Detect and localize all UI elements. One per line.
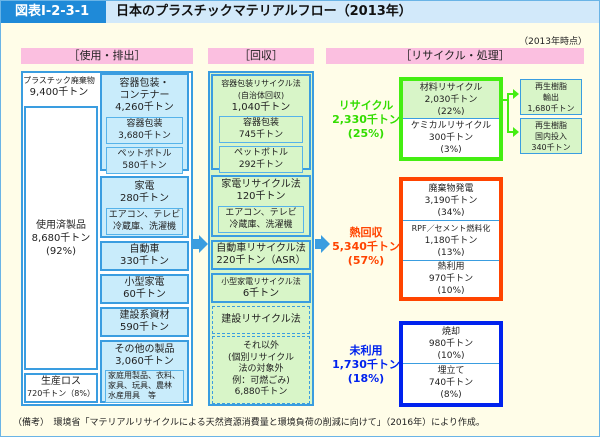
arrow-right-icon xyxy=(321,235,330,253)
export-box: 再生樹脂 輸出 1,680千トン xyxy=(520,79,582,115)
landfill: 埋立て 740千トン (8%) xyxy=(428,366,474,400)
packaging-law-box: 容器包装リサイクル法 (自治体回収) 1,040千トン 容器包装 745千トン … xyxy=(211,74,311,173)
production-loss-box: 生産ロス 720千トン（8%） xyxy=(24,373,98,403)
packaging-subbox: 容器包装 3,680千トン xyxy=(106,117,183,144)
material-recycle: 材料リサイクル 2,030千トン (22%) xyxy=(403,81,499,119)
branch-top xyxy=(507,93,515,95)
domestic-box: 再生樹脂 国内投入 340千トン xyxy=(520,118,582,154)
cars-box: 自動車 330千トン xyxy=(100,241,189,271)
collect-pet-subbox: ペットボトル 292千トン xyxy=(219,146,303,173)
figure-title: 日本のプラスチックマテリアルフロー（2013年） xyxy=(116,4,412,19)
recycle-box: 材料リサイクル 2,030千トン (22%) ケミカルリサイクル 300千トン … xyxy=(399,77,503,161)
arrow-right-icon xyxy=(513,89,519,99)
heat-box: 廃棄物発電 3,190千トン (34%) RPF／セメント燃料化 1,180千ト… xyxy=(399,177,503,301)
construction-law-box: 建設リサイクル法 xyxy=(212,306,310,334)
used-products-box: 使用済製品 8,680千トン (92%) xyxy=(24,106,98,370)
figure-id: 図表Ⅰ-2-3-1 xyxy=(1,1,106,23)
appliance-law-box: 家電リサイクル法 120千トン エアコン、テレビ 冷蔵庫、洗濯機 xyxy=(211,175,311,237)
appliances-detail: エアコン、テレビ 冷蔵庫、洗濯機 xyxy=(106,208,183,235)
small-appliance-law-box: 小型家電リサイクル法 6千トン xyxy=(211,273,311,303)
other-detail: 家庭用製品、衣料、 家具、玩具、農林 水産用具 等 xyxy=(105,370,184,403)
waste-power: 廃棄物発電 3,190千トン (34%) xyxy=(403,181,499,221)
small-appliances-box: 小型家電 60千トン xyxy=(100,274,189,304)
section-use: ［使用・排出］ xyxy=(21,48,193,64)
arrow-shaft-collect-recycle xyxy=(315,239,321,249)
other-products-box: その他の製品 3,060千トン 家庭用製品、衣料、 家具、玩具、農林 水産用具 … xyxy=(100,340,189,403)
title-bar: 図表Ⅰ-2-3-1 日本のプラスチックマテリアルフロー（2013年） xyxy=(1,1,599,23)
rpf: RPF／セメント燃料化 1,180千トン (13%) xyxy=(403,221,499,261)
waste-total: プラスチック廃棄物 9,400千トン xyxy=(23,76,95,98)
car-law-box: 自動車リサイクル法 220千トン（ASR） xyxy=(211,240,311,270)
heat-use: 熱利用 970千トン (10%) xyxy=(428,262,474,296)
containers-box: 容器包装・ コンテナー 4,260千トン 容器包装 3,680千トン ペットボト… xyxy=(100,73,189,174)
section-recycle: ［リサイクル・処理］ xyxy=(326,48,584,64)
branch-bottom xyxy=(507,131,515,133)
chemical-recycle: ケミカルリサイクル 300千トン (3%) xyxy=(410,120,492,155)
others-box: それ以外 (個別リサイクル 法の対象外 例：可燃ごみ) 6,880千トン xyxy=(212,336,310,404)
collect-packaging-subbox: 容器包装 745千トン xyxy=(219,116,303,143)
incineration: 焼却 980千トン (10%) xyxy=(403,325,499,364)
section-collect: ［回収］ xyxy=(208,48,314,64)
year-note: （2013年時点） xyxy=(519,37,587,47)
arrow-right-icon xyxy=(513,127,519,137)
branch-vertical xyxy=(507,93,509,133)
footnote: （備考） 環境省「マテリアルリサイクルによる天然資源消費量と環境負荷の削減に向け… xyxy=(13,418,485,428)
pet-subbox: ペットボトル 580千トン xyxy=(106,147,183,174)
unused-box: 焼却 980千トン (10%) 埋立て 740千トン (8%) xyxy=(399,321,503,407)
appliances-box: 家電 280千トン エアコン、テレビ 冷蔵庫、洗濯機 xyxy=(100,176,189,238)
unused-label: 未利用 1,730千トン (18%) xyxy=(332,344,400,385)
arrow-right-icon xyxy=(199,235,208,253)
collect-appliance-detail: エアコン、テレビ 冷蔵庫、洗濯機 xyxy=(218,206,304,233)
construction-box: 建設系資材 590千トン xyxy=(100,307,189,337)
branch-line xyxy=(503,99,509,101)
recycle-label: リサイクル 2,330千トン (25%) xyxy=(332,99,400,140)
heat-label: 熱回収 5,340千トン (57%) xyxy=(332,226,400,267)
arrow-shaft-use-collect xyxy=(193,239,199,249)
